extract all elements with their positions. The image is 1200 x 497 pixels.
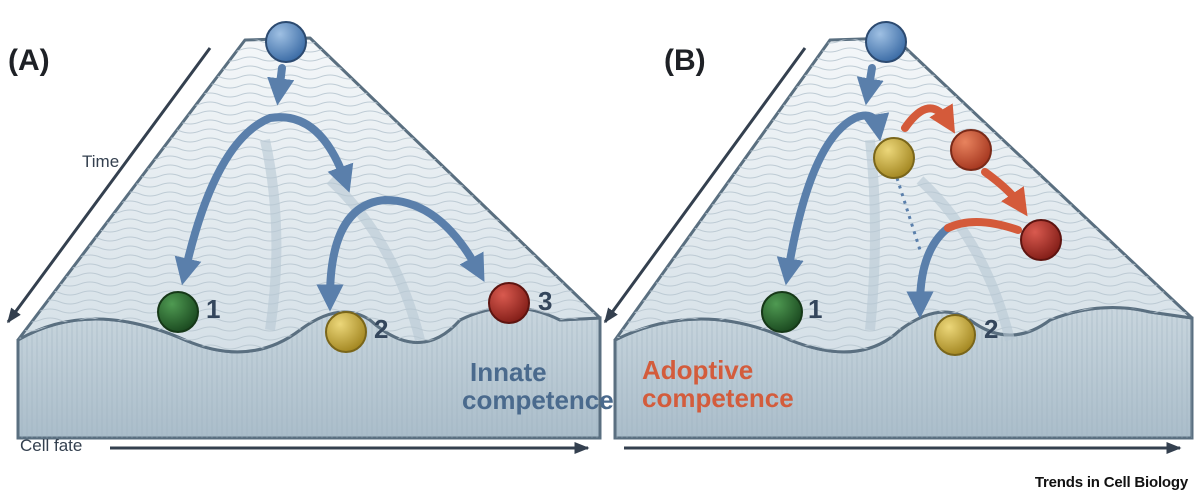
adoptive-arrows-blue (776, 64, 952, 319)
fate-number-1: 1 (206, 294, 221, 324)
panel-label-b: (B) (664, 44, 706, 77)
fate-cell-2-b (934, 314, 976, 356)
innate-line-2: competence (462, 385, 614, 415)
stem-cell-a (265, 21, 307, 63)
intermediate-cell-red (950, 129, 992, 171)
adoptive-line-1: Adoptive (642, 355, 754, 385)
journal-credit: Trends in Cell Biology (1034, 474, 1188, 491)
fate-number-2: 2 (374, 314, 389, 344)
panel-label-a: (A) (8, 44, 50, 77)
fate-number-2-b: 2 (984, 314, 999, 344)
innate-arrows (174, 64, 485, 312)
time-label: Time (82, 152, 120, 171)
innate-competence-label: Innate competence (462, 358, 614, 414)
fate-number-1-b: 1 (808, 294, 823, 324)
fate-cell-1 (157, 291, 199, 333)
reprogrammed-cell-red (1020, 219, 1062, 261)
adoptive-arrows-red (901, 103, 1028, 234)
fate-number-3: 3 (538, 286, 553, 316)
time-axis-a (6, 47, 212, 324)
adoptive-competence-label: Adoptive competence (642, 356, 794, 412)
time-axis-b (603, 47, 807, 324)
intermediate-cell-yellow (873, 137, 915, 179)
fate-cell-3 (488, 282, 530, 324)
fate-cell-2 (325, 311, 367, 353)
cell-fate-label: Cell fate (20, 436, 83, 455)
stem-cell-b (865, 21, 907, 63)
adoptive-line-2: competence (642, 383, 794, 413)
innate-line-1: Innate (470, 357, 547, 387)
fate-cell-1-b (761, 291, 803, 333)
